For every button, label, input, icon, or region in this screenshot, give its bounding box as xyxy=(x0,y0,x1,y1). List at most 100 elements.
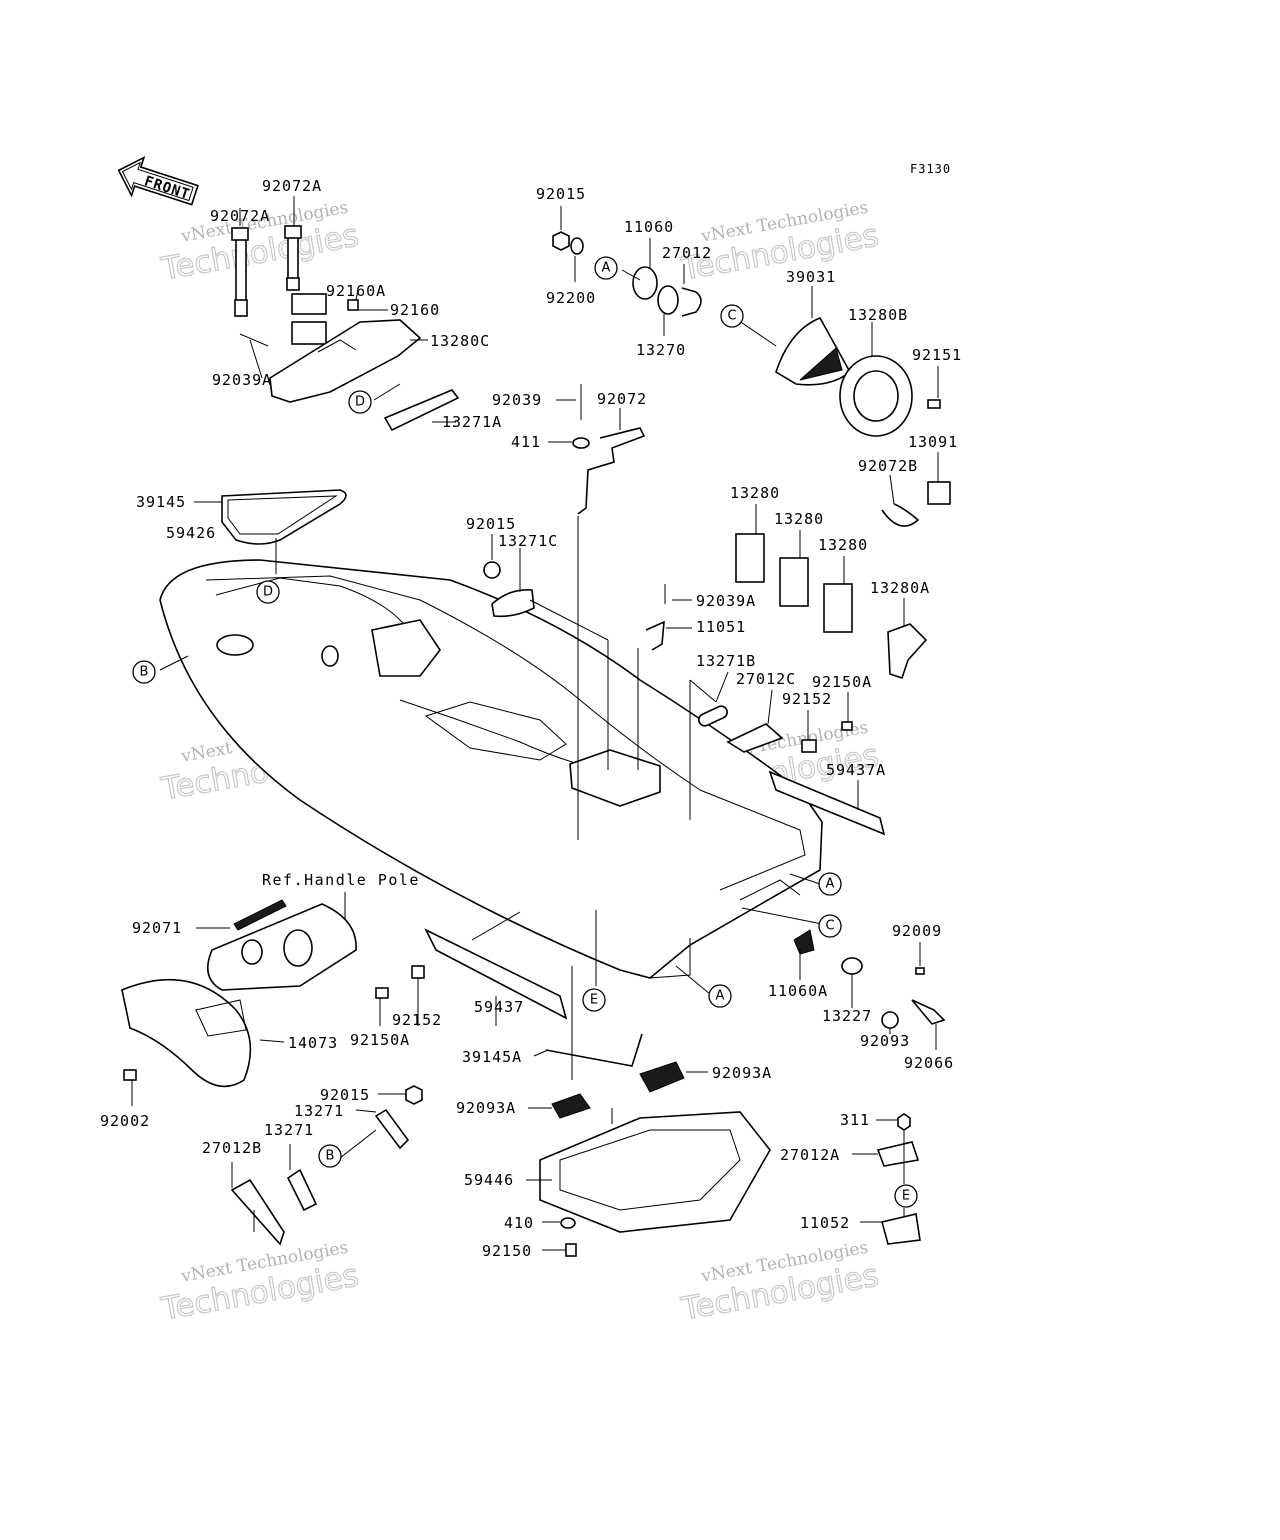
part-label: 59437A xyxy=(826,761,886,779)
deck-fittings xyxy=(483,561,666,651)
part-label: 13271B xyxy=(696,652,756,670)
part-label: 92009 xyxy=(892,922,942,940)
part-label: 311 xyxy=(840,1111,870,1129)
part-label: 92152 xyxy=(782,690,832,708)
svg-text:C: C xyxy=(727,309,736,324)
part-label: 59437 xyxy=(474,998,524,1016)
svg-text:E: E xyxy=(590,993,598,1008)
seat-latch-assembly xyxy=(231,225,460,432)
part-label: 92152 xyxy=(392,1011,442,1029)
callout-b: B xyxy=(132,660,156,684)
top-middle-hardware xyxy=(552,231,702,317)
right-fittings xyxy=(793,929,946,1029)
part-label: 410 xyxy=(504,1214,534,1232)
callout-a: A xyxy=(818,872,842,896)
exhaust-outlet-parts xyxy=(775,316,941,437)
part-label: 92150 xyxy=(482,1242,532,1260)
callout-e: E xyxy=(582,988,606,1012)
leader-lines xyxy=(131,196,939,1251)
part-label: 92015 xyxy=(536,185,586,203)
side-rail-left xyxy=(375,928,568,1020)
part-label: 39145 xyxy=(136,493,186,511)
part-label: 39145A xyxy=(462,1048,522,1066)
callout-circles: A C D D B A C E A B E xyxy=(132,256,918,1208)
part-label: 92072 xyxy=(597,390,647,408)
part-label: 92150A xyxy=(350,1031,410,1049)
callout-a: A xyxy=(708,984,732,1008)
part-label: 11060 xyxy=(624,218,674,236)
svg-text:B: B xyxy=(326,1149,335,1164)
bottom-left-plates xyxy=(230,1085,423,1246)
part-label: 92093A xyxy=(712,1064,772,1082)
rail-parts xyxy=(698,705,886,836)
part-label: 13280 xyxy=(818,536,868,554)
callout-c: C xyxy=(818,914,842,938)
reference-note: Ref.Handle Pole xyxy=(262,871,420,889)
part-label: 92093A xyxy=(456,1099,516,1117)
part-label: 13270 xyxy=(636,341,686,359)
part-label: 39031 xyxy=(786,268,836,286)
part-label: 92151 xyxy=(912,346,962,364)
part-label: 11060A xyxy=(768,982,828,1000)
figure-code: F3130 xyxy=(910,162,951,176)
svg-text:C: C xyxy=(825,919,834,934)
part-label: 92093 xyxy=(860,1032,910,1050)
part-label: 13280C xyxy=(430,332,490,350)
part-label: 13271 xyxy=(264,1121,314,1139)
svg-text:E: E xyxy=(902,1189,910,1204)
callout-a: A xyxy=(594,256,618,280)
part-label: 92071 xyxy=(132,919,182,937)
front-arrow-icon: FRONT xyxy=(117,155,199,206)
part-label: 27012 xyxy=(662,244,712,262)
part-label: 92072B xyxy=(858,457,918,475)
part-label: 92150A xyxy=(812,673,872,691)
part-label: 13280 xyxy=(730,484,780,502)
part-label: 27012B xyxy=(202,1139,262,1157)
part-label: 14073 xyxy=(288,1034,338,1052)
part-label: 92160 xyxy=(390,301,440,319)
right-bottom-fittings xyxy=(876,1113,921,1245)
part-label: 92066 xyxy=(904,1054,954,1072)
part-label: 13091 xyxy=(908,433,958,451)
svg-text:A: A xyxy=(826,877,835,892)
part-label: 27012C xyxy=(736,670,796,688)
svg-text:A: A xyxy=(602,261,611,276)
part-label: 92072A xyxy=(262,177,322,195)
part-label: 13280A xyxy=(870,579,930,597)
hose-clamps xyxy=(735,533,928,680)
part-label: 13227 xyxy=(822,1007,872,1025)
part-label: 59446 xyxy=(464,1171,514,1189)
part-label: 92015 xyxy=(320,1086,370,1104)
part-label: 92015 xyxy=(466,515,516,533)
part-label: 13280 xyxy=(774,510,824,528)
part-label: 27012A xyxy=(780,1146,840,1164)
callout-d: D xyxy=(348,390,372,414)
svg-text:D: D xyxy=(355,395,365,410)
svg-text:D: D xyxy=(263,585,273,600)
part-label: 92200 xyxy=(546,289,596,307)
part-label: 92039A xyxy=(212,371,272,389)
part-label: 92072A xyxy=(210,207,270,225)
part-label: 13280B xyxy=(848,306,908,324)
svg-text:B: B xyxy=(140,665,149,680)
part-label: 92002 xyxy=(100,1112,150,1130)
svg-text:A: A xyxy=(716,989,725,1004)
callout-b: B xyxy=(318,1144,342,1168)
callout-c: C xyxy=(720,304,744,328)
part-label: 11052 xyxy=(800,1214,850,1232)
part-label: 59426 xyxy=(166,524,216,542)
part-label: 92160A xyxy=(326,282,386,300)
callout-d: D xyxy=(256,580,280,604)
part-label: 11051 xyxy=(696,618,746,636)
handle-pole-assembly xyxy=(121,899,357,1088)
callout-e: E xyxy=(894,1184,918,1208)
seal-39145 xyxy=(221,489,347,545)
part-label: 92039 xyxy=(492,391,542,409)
part-label: 13271A xyxy=(442,413,502,431)
part-label: 411 xyxy=(511,433,541,451)
part-labels: 92072A 92072A 92160A 92160 13280C 92039A… xyxy=(100,177,962,1260)
part-label: 13271 xyxy=(294,1102,344,1120)
pump-cover-parts xyxy=(539,1033,771,1257)
